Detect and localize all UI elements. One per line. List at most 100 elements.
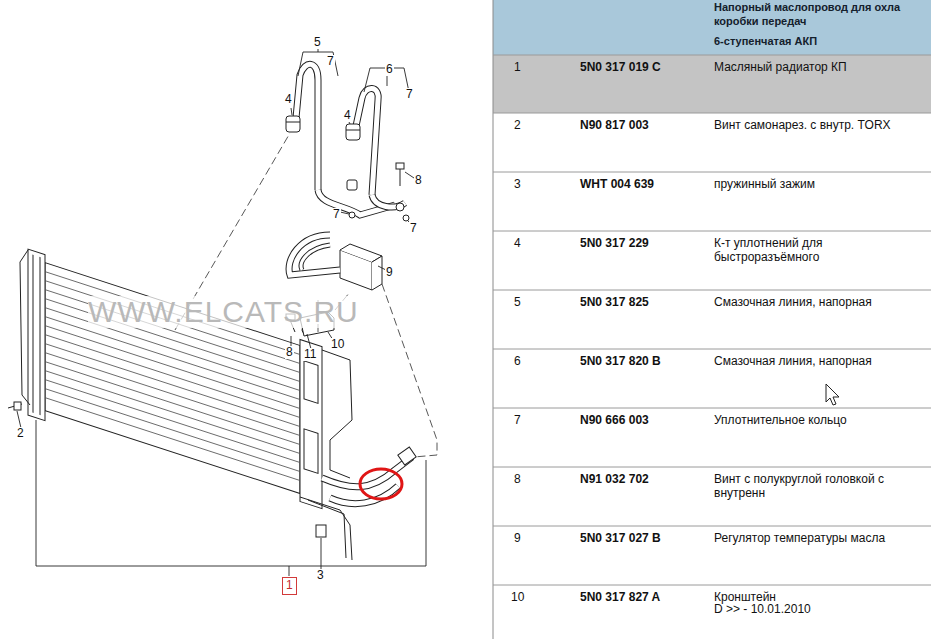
screw <box>316 525 326 537</box>
part-number: N91 032 702 <box>580 472 649 486</box>
part-number: N90 666 003 <box>580 413 649 427</box>
oil-cooler <box>45 353 300 436</box>
row-number: 3 <box>514 177 521 191</box>
row-number: 7 <box>514 413 521 427</box>
parts-table <box>493 349 931 350</box>
oil-cooler <box>45 344 300 427</box>
screw <box>400 169 401 186</box>
row-number: 1 <box>514 60 521 74</box>
callout-number: 7 <box>332 208 341 221</box>
oil-cooler <box>39 257 40 415</box>
pressure-lines <box>356 88 378 195</box>
callout-number: 11 <box>303 348 317 361</box>
assembly-line <box>382 284 437 457</box>
leader-line <box>289 566 290 576</box>
callout-number: 7 <box>326 55 335 68</box>
row-number: 2 <box>514 118 521 132</box>
parts-table <box>493 55 931 585</box>
parts-table <box>493 467 931 468</box>
row-number: 5 <box>514 295 521 309</box>
oil-cooler <box>28 249 322 511</box>
parts-table <box>493 55 931 113</box>
row-number: 4 <box>514 236 521 250</box>
screw <box>14 402 21 410</box>
quick-connector-seal <box>349 212 355 218</box>
part-number: WHT 004 639 <box>580 177 654 191</box>
leader-line <box>405 172 414 178</box>
callout-number: 8 <box>285 346 294 359</box>
row-number: 9 <box>514 531 521 545</box>
oil-cooler <box>45 389 300 472</box>
part-description: Винт с полукруглой головкой с внутренн <box>714 472 926 501</box>
leader-line <box>321 538 322 572</box>
parts-table <box>493 408 931 409</box>
part-description: Уплотнительное кольцо <box>714 413 926 427</box>
quick-connector-seal <box>286 116 300 132</box>
part-description: Винт самонарез. с внутр. TORX <box>714 118 926 132</box>
leader-line <box>298 52 338 76</box>
callout-number: 7 <box>409 222 418 235</box>
row-number: 6 <box>514 354 521 368</box>
oil-cooler <box>45 398 300 481</box>
callout-number: 4 <box>284 93 293 106</box>
quick-connector-seal <box>286 116 409 221</box>
parts-table <box>493 0 931 55</box>
watermark: WWW.ELCATS.RU <box>88 296 359 328</box>
oil-cooler <box>45 362 300 445</box>
callout-number: 9 <box>385 266 394 279</box>
part-description: К-т уплотнений для быстроразъёмного <box>714 236 926 265</box>
leader-line <box>17 48 426 576</box>
pressure-lines <box>289 64 405 275</box>
callout-number: 7 <box>405 88 414 101</box>
callout-number: 4 <box>343 109 352 122</box>
pressure-lines <box>356 88 378 195</box>
row-number: 8 <box>514 472 521 486</box>
parts-table <box>493 0 931 639</box>
oil-cooler <box>304 429 318 474</box>
oil-cooler <box>45 371 300 454</box>
part-description: D >> - 10.01.2010 <box>714 602 926 616</box>
part-number: 5N0 317 827 A <box>580 590 660 604</box>
part-number: 5N0 317 820 B <box>580 354 661 368</box>
oil-cooler <box>300 340 322 509</box>
callout-number: 10 <box>330 338 345 351</box>
callout-box: 1 <box>282 577 297 595</box>
assembly-line <box>175 133 437 457</box>
part-number: 5N0 317 229 <box>580 236 649 250</box>
screw <box>396 163 404 169</box>
part-description: пружинный зажим <box>714 177 926 191</box>
parts-table <box>493 55 931 56</box>
callout-number: 5 <box>313 36 322 49</box>
leader-line <box>307 334 311 349</box>
leader-line <box>17 411 21 428</box>
row-number: 10 <box>511 590 524 604</box>
pressure-pipe <box>322 447 416 504</box>
oil-cooler <box>32 255 33 413</box>
leader-line <box>340 212 349 214</box>
oil-cooler <box>45 335 300 418</box>
cooler-bracket <box>322 350 352 478</box>
leader-line <box>291 336 292 346</box>
part-description: Регулятор температуры масла <box>714 531 926 545</box>
oil-cooler <box>45 326 300 409</box>
part-number: 5N0 317 825 <box>580 295 649 309</box>
part-number: N90 817 003 <box>580 118 649 132</box>
quick-connector-seal <box>346 124 360 140</box>
pressure-lines <box>301 245 330 270</box>
cooler-bracket <box>308 500 346 558</box>
pressure-lines <box>289 235 340 275</box>
callout-number: 1 <box>286 579 293 592</box>
oil-cooler <box>45 317 300 400</box>
parts-table <box>493 0 494 639</box>
leader-line <box>36 420 426 566</box>
oil-cooler <box>304 361 318 404</box>
mouse-cursor <box>826 384 839 405</box>
parts-table <box>493 231 931 232</box>
quick-connector-seal <box>403 215 409 221</box>
quick-connector-seal <box>347 180 357 190</box>
oil-thermostat <box>340 244 382 290</box>
table-header: 6-ступенчатая АКП <box>714 35 926 48</box>
parts-table <box>493 290 931 291</box>
pressure-lines <box>301 245 330 270</box>
part-description: Масляный радиатор КП <box>714 60 926 74</box>
